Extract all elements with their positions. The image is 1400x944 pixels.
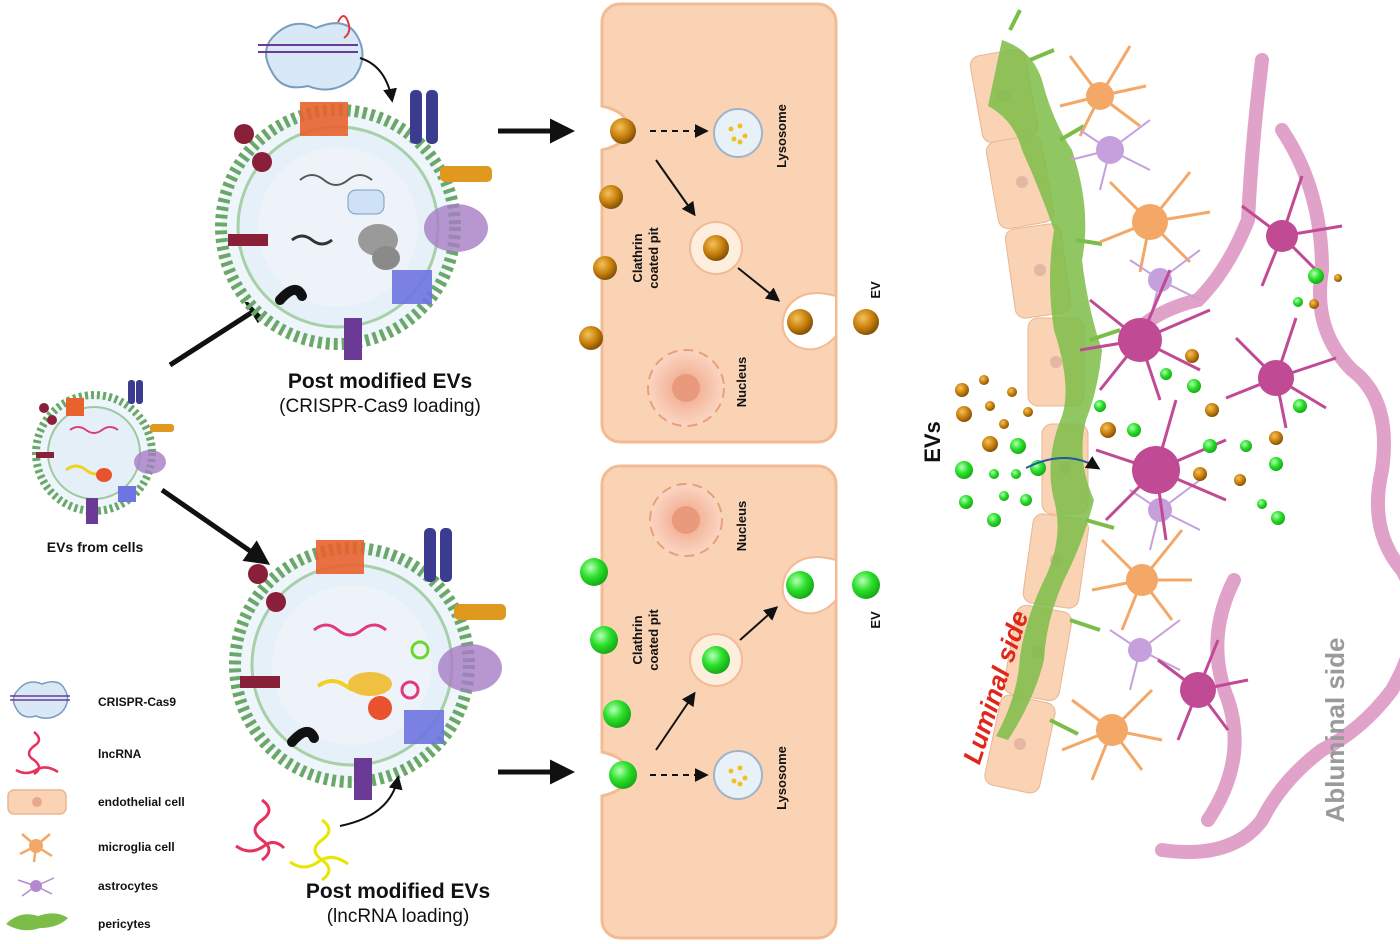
crispr-cas9-complex (258, 15, 364, 91)
abluminal-side-label: Abluminal side (1320, 638, 1350, 823)
legend: CRISPR-Cas9 lncRNA endothelial cell micr… (6, 681, 185, 931)
pericyte-layer (988, 40, 1102, 740)
ev-transcytosis-arrow (1025, 456, 1101, 470)
source-ev-protein (96, 468, 112, 482)
crispr-loaded-ev (215, 90, 492, 360)
post-modified-lncrna-subtitle: (lncRNA loading) (327, 906, 470, 927)
evs-from-cells-label: EVs from cells (47, 539, 144, 555)
lncrna-icon (15, 731, 59, 776)
legend-label-microglia: microglia cell (98, 840, 175, 854)
source-ev: EVs from cells (32, 380, 174, 555)
evs-label: EVs (920, 421, 945, 463)
lysosome-top (713, 108, 763, 158)
ev-clathrin-pit-top (610, 118, 636, 144)
pericyte-icon (6, 913, 68, 931)
ev-outside-2 (593, 256, 617, 280)
post-modified-lncrna-title: Post modified EVs (306, 880, 490, 903)
lysosome-label-bottom: Lysosome (774, 746, 789, 810)
ev-outside-b3 (603, 700, 631, 728)
nucleus-label-top: Nucleus (734, 357, 749, 408)
ev-outside-b1 (580, 558, 608, 586)
post-modified-crispr-subtitle: (CRISPR-Cas9 loading) (279, 396, 481, 417)
legend-label-astrocytes: astrocytes (98, 879, 158, 893)
lncrna-loaded-ev (229, 528, 506, 800)
arrow-crispr-to-ev (359, 57, 397, 103)
ev-outside-3 (579, 326, 603, 350)
legend-label-pericytes: pericytes (98, 917, 151, 931)
astrocyte-icon (17, 877, 55, 897)
ev-label-bottom: EV (868, 611, 883, 629)
recipient-cell-top: Lysosome Clathrin coated pit Nucleus (579, 2, 838, 444)
ev-label-top: EV (868, 281, 883, 299)
recipient-cell-bottom: Lysosome Clathrin coated pit Nucleus (580, 464, 838, 940)
magenta-cells (1079, 175, 1343, 741)
arrow-lncrna-to-ev (339, 775, 403, 827)
astrocyte-cells (1069, 119, 1201, 691)
legend-label-endothelial: endothelial cell (98, 795, 185, 809)
clathrin-label-bottom-2: coated pit (646, 609, 661, 671)
arrow-to-lncrna-ev (160, 487, 271, 565)
clathrin-label-bottom-1: Clathrin (630, 615, 645, 664)
ev-outside-b2 (590, 626, 618, 654)
ev-released-top (853, 309, 879, 335)
clathrin-label-top-1: Clathrin (630, 233, 645, 282)
clathrin-label-top-2: coated pit (646, 227, 661, 289)
crispr-cas9-icon (10, 681, 70, 719)
source-ev-lncrna (69, 426, 119, 434)
lncrna-molecules (235, 798, 349, 882)
legend-label-lncrna: lncRNA (98, 747, 142, 761)
microglia-cells (1059, 45, 1211, 781)
nucleus-label-bottom: Nucleus (734, 501, 749, 552)
ev-particles-abluminal (1094, 268, 1342, 525)
post-modified-crispr-title: Post modified EVs (288, 370, 472, 393)
ev-exiting-top (787, 309, 813, 335)
microglia-cell-icon (19, 833, 53, 863)
legend-label-crispr: CRISPR-Cas9 (98, 695, 176, 709)
ev-exiting-bottom (786, 571, 814, 599)
blood-brain-barrier-panel: EVs Luminal side Abluminal side (920, 9, 1400, 859)
lysosome-bottom (713, 750, 763, 800)
cell-membrane-bottom (600, 464, 838, 940)
lysosome-label-top: Lysosome (774, 104, 789, 168)
ev-clathrin-pit-bottom (609, 761, 637, 789)
abluminal-vessel (1131, 53, 1400, 859)
arrow-to-crispr-ev (168, 299, 273, 368)
ev-particles-luminal (955, 375, 1046, 527)
ev-outside-1 (599, 185, 623, 209)
ev-released-bottom (852, 571, 880, 599)
